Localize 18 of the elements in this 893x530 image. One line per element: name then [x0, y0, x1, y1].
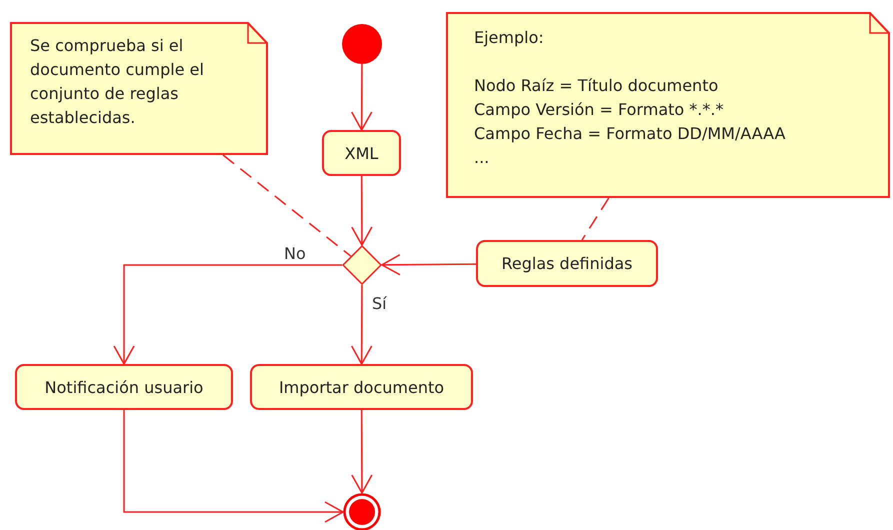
- note: Ejemplo: Nodo Raíz = Título documento Campo Versión = Formato *.*.* Campo Fecha = Formato DD/MM/AAAA ...: [446, 12, 890, 198]
- action-box: XML: [322, 130, 401, 176]
- action-box: Notificación usuario: [15, 364, 233, 410]
- decision-diamond: [342, 245, 382, 285]
- arrow: [351, 410, 373, 494]
- action-box: Reglas definidas: [476, 240, 658, 287]
- action-box: Importar documento: [250, 364, 473, 410]
- note-anchor-line: [222, 154, 352, 257]
- note: Se comprueba si el documento cumple el conjunto de reglas establecidas.: [10, 22, 268, 155]
- arrow: [351, 176, 373, 246]
- note-anchor-line: [581, 198, 610, 240]
- arrow: [113, 264, 342, 365]
- initial-node: [342, 24, 382, 64]
- arrow: [350, 284, 372, 365]
- final-node: [343, 493, 381, 530]
- arrow: [381, 254, 476, 276]
- arrow: [123, 410, 344, 523]
- arrow: [350, 64, 372, 131]
